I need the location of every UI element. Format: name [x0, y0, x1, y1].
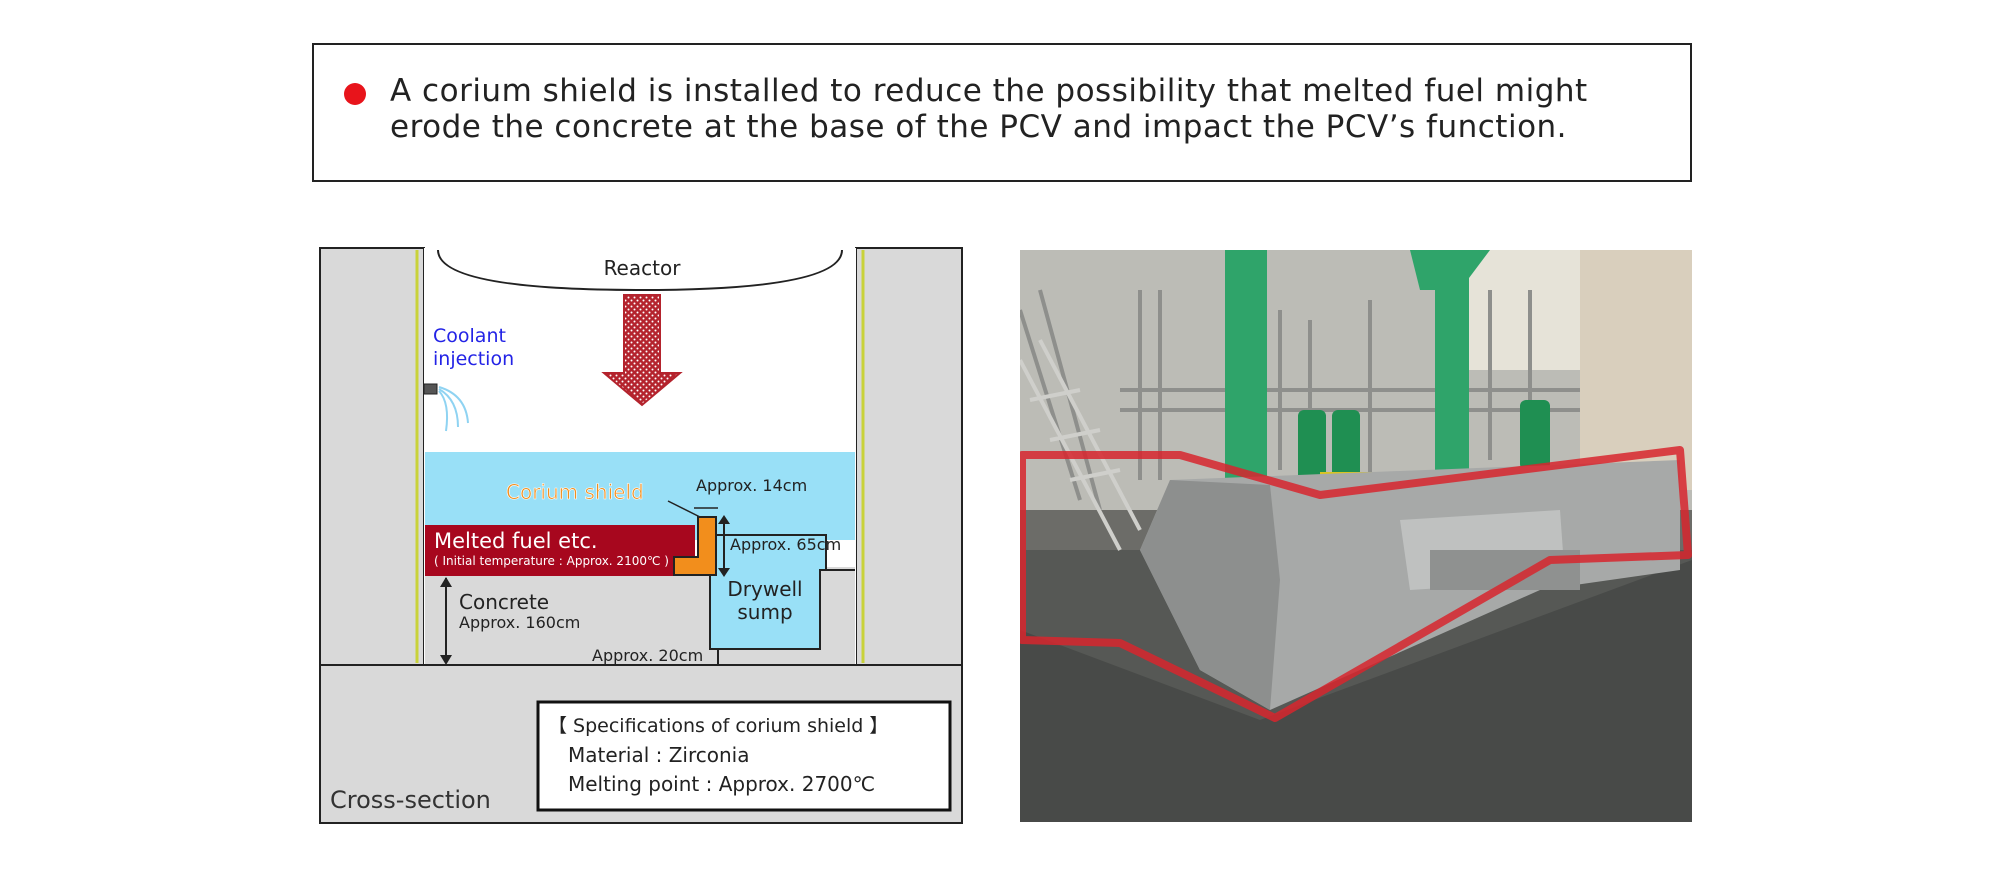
drywell-sump [709, 534, 827, 650]
site-photo [1020, 250, 1692, 822]
coolant-spray-icon [438, 386, 469, 432]
info-box: A corium shield is installed to reduce t… [312, 43, 1692, 182]
melted-fuel [425, 525, 695, 576]
corium-shield-highlight [1020, 446, 1692, 722]
drywell-label-2: sump [737, 600, 792, 624]
melted-fuel-temp: ( Initial temperature : Approx. 2100℃ ) [434, 554, 669, 568]
spec-box [536, 700, 952, 812]
sump-gap-label: Approx. 20cm [592, 646, 703, 665]
corium-shield [673, 516, 717, 576]
melted-fuel-label: Melted fuel etc. [434, 529, 598, 553]
pipes [1020, 289, 1580, 511]
falling-fuel-arrow [601, 294, 683, 407]
cross-section-label: Cross-section [330, 786, 491, 814]
left-wall [319, 247, 425, 666]
right-wall [855, 247, 963, 666]
spec-material: Material : Zirconia [568, 743, 749, 767]
corium-shield-label: Corium shield [506, 480, 644, 504]
spec-title: 【 Specifications of corium shield 】 [548, 715, 888, 737]
reactor-label: Reactor [604, 256, 682, 280]
reactor-vessel [437, 249, 843, 292]
cross-section-diagram: Reactor Coolant injection Corium shield … [319, 247, 963, 824]
concrete-floor [425, 567, 855, 665]
drywell-label-1: Drywell [727, 577, 802, 601]
concrete-label: Concrete [459, 590, 549, 614]
coolant-label-1: Coolant [433, 325, 506, 347]
green-column-left [1225, 250, 1267, 490]
coolant-label-2: injection [433, 348, 514, 370]
shield-thickness-label: Approx. 14cm [696, 476, 807, 495]
shield-height-label: Approx. 65cm [730, 535, 841, 554]
pumps [1298, 400, 1550, 480]
info-text: A corium shield is installed to reduce t… [390, 73, 1588, 145]
bullet-icon [344, 83, 366, 105]
concrete-depth-label: Approx. 160cm [459, 613, 580, 632]
spec-melting-point: Melting point : Approx. 2700℃ [568, 772, 875, 796]
coolant-nozzle [423, 383, 438, 395]
